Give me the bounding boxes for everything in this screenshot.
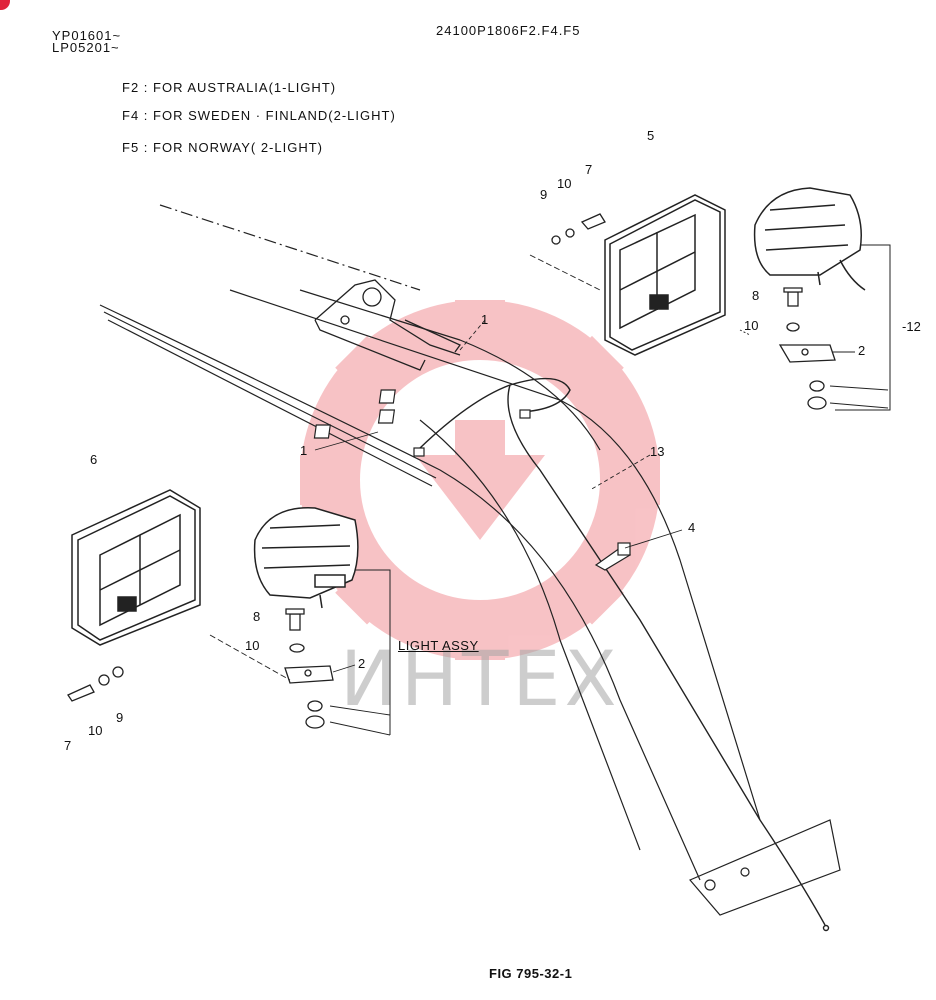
callout-9-right: 9	[540, 187, 548, 202]
right-lamp	[753, 187, 891, 411]
clip-part-4	[594, 542, 632, 571]
callout-2-right: 2	[858, 343, 866, 358]
callout-8-left: 8	[253, 609, 261, 624]
callout-6: 6	[90, 452, 98, 467]
corner-marker	[0, 0, 10, 10]
variant-f2: F2 : FOR AUSTRALIA(1-LIGHT)	[122, 80, 337, 95]
variant-code: F5	[122, 140, 140, 155]
variant-f5: F5 : FOR NORWAY( 2-LIGHT)	[122, 140, 323, 155]
cable-clips	[313, 389, 531, 457]
left-lamp	[253, 507, 391, 735]
callout-12-num: 12	[906, 319, 921, 334]
callout-5: 5	[647, 128, 655, 143]
serial-range-1: YP01601~	[52, 28, 122, 43]
callout-10-left-bottom: 10	[88, 723, 103, 738]
callout-10-left: 10	[245, 638, 260, 653]
variant-code: F2	[122, 80, 140, 95]
callout-12: -12	[902, 319, 921, 334]
right-bracket-hardware	[551, 213, 836, 410]
left-guard	[71, 489, 201, 646]
callout-13: 13	[650, 444, 665, 459]
callout-2-left: 2	[358, 656, 366, 671]
variant-desc: FOR SWEDEN · FINLAND(2-LIGHT)	[153, 108, 396, 123]
callout-7-left: 7	[64, 738, 72, 753]
callout-1-lower: 1	[300, 443, 308, 458]
part-code: 24100P1806F2.F4.F5	[436, 23, 581, 38]
variant-desc: FOR NORWAY( 2-LIGHT)	[153, 140, 323, 155]
watermark-text: ИНТЕХ	[340, 634, 621, 723]
callout-1-upper: 1	[481, 312, 489, 327]
left-bracket-hardware	[67, 608, 334, 729]
variant-f4: F4 : FOR SWEDEN · FINLAND(2-LIGHT)	[122, 108, 396, 123]
boom-bracket	[314, 279, 461, 371]
serial-range-2: LP05201~	[52, 40, 120, 55]
cable	[419, 377, 830, 932]
boom-outline	[99, 204, 841, 916]
callout-7-right: 7	[585, 162, 593, 177]
callout-10-right-top: 10	[557, 176, 572, 191]
light-assy-label: LIGHT ASSY	[398, 638, 479, 653]
variant-code: F4	[122, 108, 140, 123]
callout-9-left: 9	[116, 710, 124, 725]
right-guard	[604, 194, 726, 356]
variant-desc: FOR AUSTRALIA(1-LIGHT)	[153, 80, 337, 95]
figure-label: FIG 795-32-1	[489, 966, 573, 981]
callout-8-right: 8	[752, 288, 760, 303]
leader-lines	[209, 254, 889, 736]
callout-10-right: 10	[744, 318, 759, 333]
callout-4: 4	[688, 520, 696, 535]
